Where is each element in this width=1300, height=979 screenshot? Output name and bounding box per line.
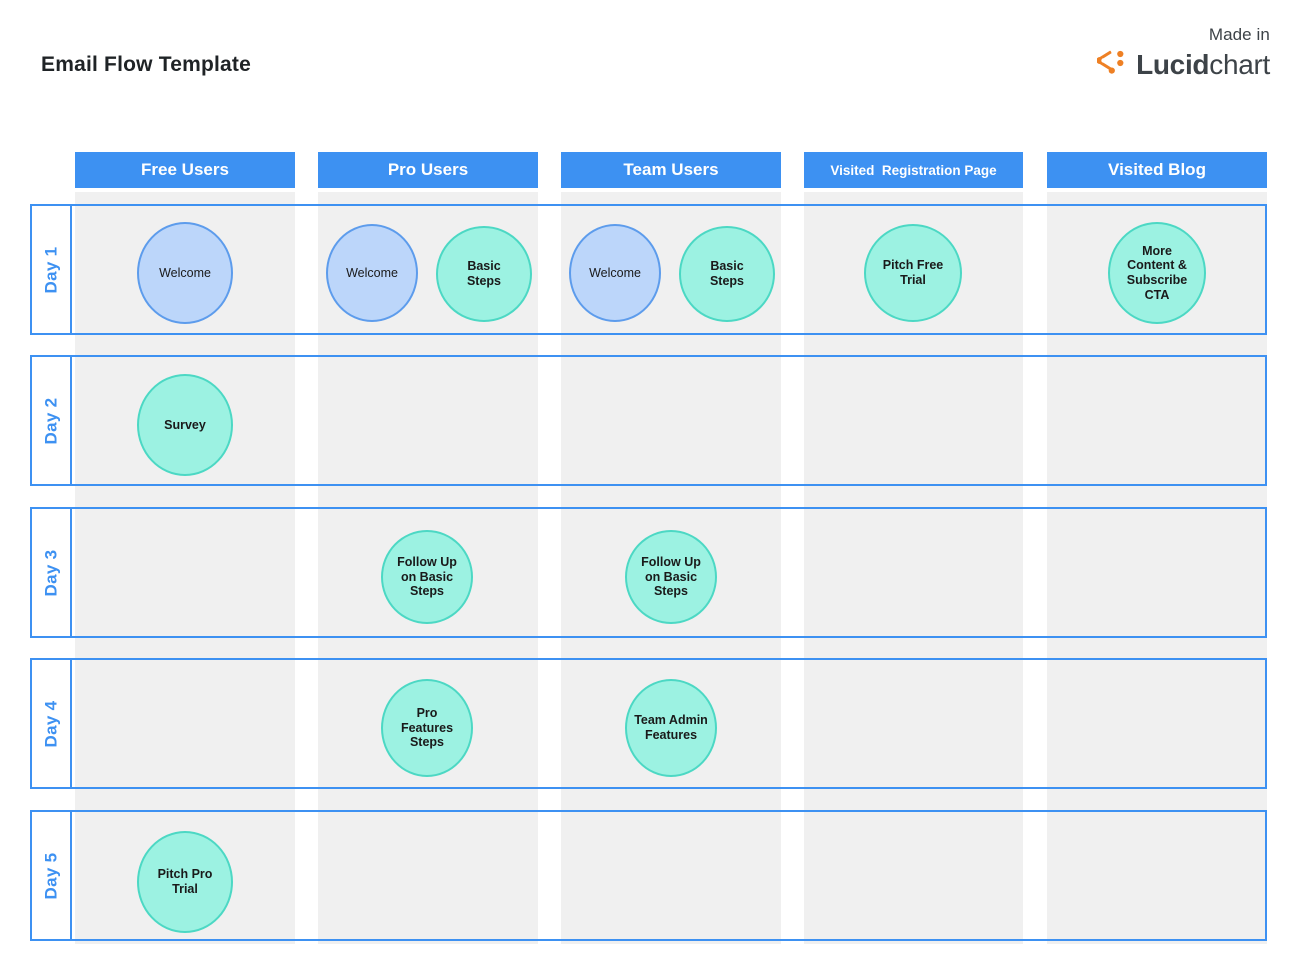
swimlane-board: Free Users Pro Users Team Users Visited Reg… xyxy=(0,152,1300,952)
column-header-visited-blog[interactable]: Visited Blog xyxy=(1047,152,1267,188)
day-label-cell-day-5[interactable]: Day 5 xyxy=(32,812,72,939)
flow-node-label: Survey xyxy=(164,417,206,432)
swimlane-row-day-2: Day 2 xyxy=(30,355,1267,486)
column-header-free-users[interactable]: Free Users xyxy=(75,152,295,188)
swimlane-row-day-1: Day 1 xyxy=(30,204,1267,335)
day-label-cell-day-4[interactable]: Day 4 xyxy=(32,660,72,787)
day-label-cell-day-2[interactable]: Day 2 xyxy=(32,357,72,484)
flow-node-label: Welcome xyxy=(589,265,641,280)
column-header-pro-users[interactable]: Pro Users xyxy=(318,152,538,188)
swimlane-row-day-5: Day 5 xyxy=(30,810,1267,941)
day-label-day-3: Day 3 xyxy=(41,549,60,596)
wordmark-light: chart xyxy=(1209,49,1270,80)
column-header-visited-registration-page[interactable]: Visited Registration Page xyxy=(804,152,1023,188)
flow-node-n1[interactable]: Welcome xyxy=(137,222,233,324)
swimlane-row-day-3: Day 3 xyxy=(30,507,1267,638)
lucid-mark-icon xyxy=(1096,49,1127,81)
page-title: Email Flow Template xyxy=(41,53,251,76)
swimlane-row-day-4: Day 4 xyxy=(30,658,1267,789)
column-header-team-users[interactable]: Team Users xyxy=(561,152,781,188)
flow-node-n8[interactable]: Survey xyxy=(137,374,233,476)
day-label-cell-day-1[interactable]: Day 1 xyxy=(32,206,72,333)
made-in-label: Made in xyxy=(1208,25,1270,44)
day-label-cell-day-3[interactable]: Day 3 xyxy=(32,509,72,636)
flow-node-n2[interactable]: Welcome xyxy=(326,224,418,322)
day-label-day-5: Day 5 xyxy=(41,852,60,899)
day-label-day-1: Day 1 xyxy=(41,246,60,293)
day-label-day-2: Day 2 xyxy=(41,397,60,444)
flow-node-n4[interactable]: Welcome xyxy=(569,224,661,322)
lucidchart-brand: Made in Lucidchart xyxy=(1096,25,1270,81)
flow-node-label: Welcome xyxy=(159,265,211,280)
wordmark-bold: Lucid xyxy=(1136,49,1210,80)
lucidchart-wordmark: Lucidchart xyxy=(1136,51,1270,79)
day-label-day-4: Day 4 xyxy=(41,700,60,747)
flow-node-label: Welcome xyxy=(346,265,398,280)
